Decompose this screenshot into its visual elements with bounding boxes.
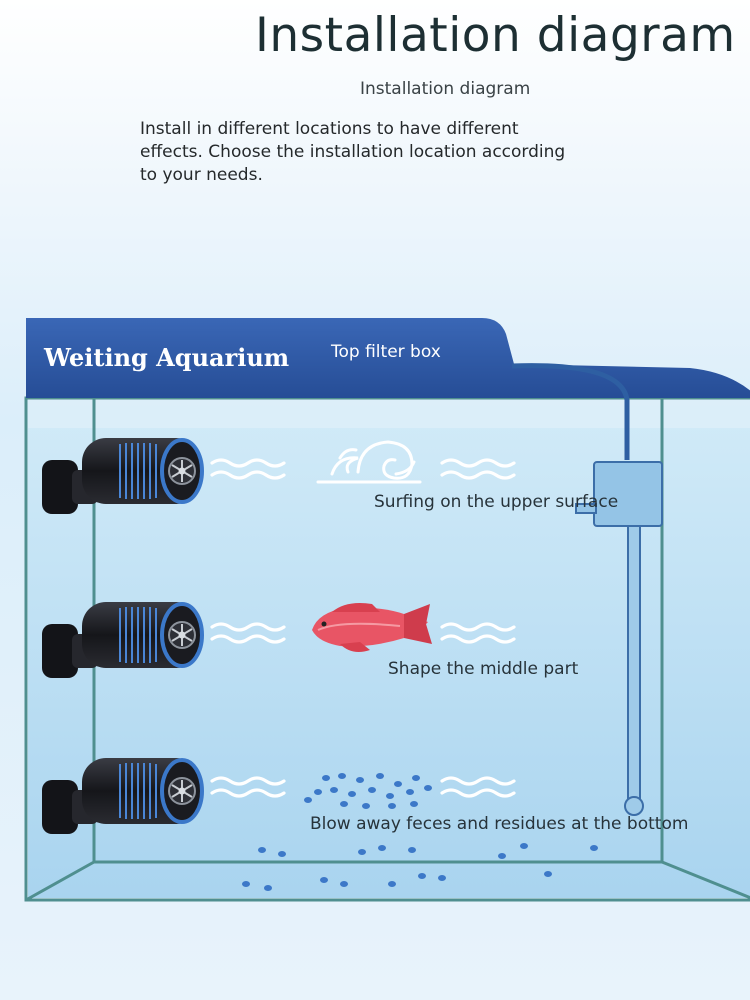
filter-box-label: Top filter box <box>331 342 441 362</box>
filter-pipe <box>511 363 630 460</box>
zone-label-middle: Shape the middle part <box>388 659 579 679</box>
brand-name: Weiting Aquarium <box>44 343 290 372</box>
wave-swirl-icon <box>316 440 422 484</box>
zone-label-bottom: Blow away feces and residues at the bott… <box>310 814 689 834</box>
zone-label-upper: Surfing on the upper surface <box>374 492 619 512</box>
bottom-debris <box>242 843 598 891</box>
page-title: Installation diagram <box>255 8 736 63</box>
arowana-fish-icon <box>312 603 432 652</box>
intake-tube <box>627 525 641 803</box>
page-subtitle: Installation diagram <box>360 79 531 99</box>
tank-lid <box>26 318 750 398</box>
description-text: Install in different locations to have d… <box>140 119 566 185</box>
residue-dots-icon <box>304 773 432 809</box>
